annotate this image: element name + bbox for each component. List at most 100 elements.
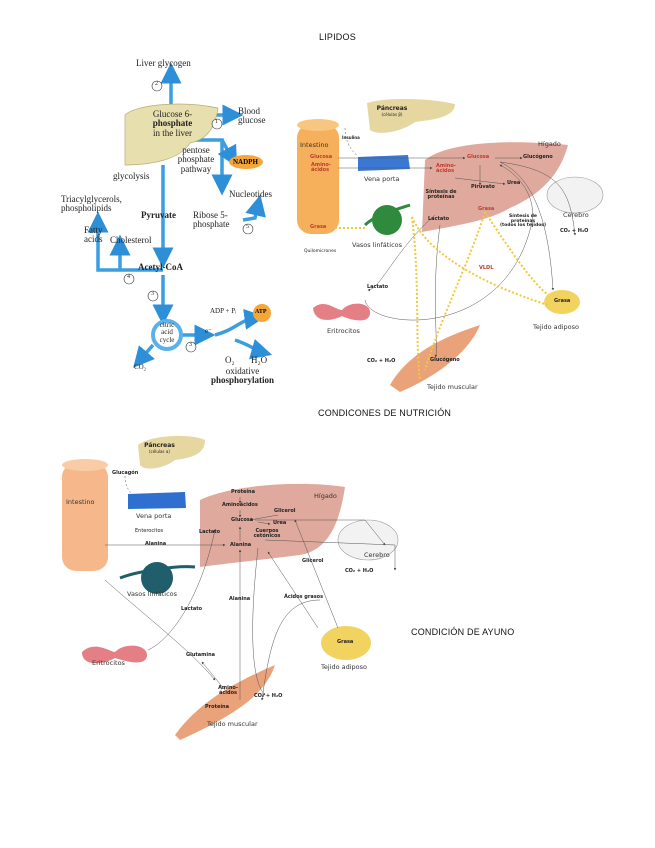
label-adp-pi: ADP + Pᵢ: [210, 307, 237, 315]
intestine-shape: [297, 124, 339, 234]
text: citric: [159, 321, 175, 329]
label-glicerol-liver: Glicerol: [274, 508, 296, 514]
step-2: 2: [155, 81, 158, 87]
title-ayuno: CONDICIÓN DE AYUNO: [411, 627, 515, 637]
label-glutamina: Glutamina: [186, 652, 215, 658]
text: pentose: [182, 145, 210, 155]
label-grasa-intestine: Grasa: [310, 224, 327, 230]
step-3a: 3: [151, 291, 154, 297]
liver-shape: [124, 103, 219, 166]
label-glucogeno: Glucógeno: [523, 154, 553, 160]
text: proteínas: [427, 194, 455, 201]
label-h2o: H₂O: [251, 355, 268, 365]
label-tejido-adiposo: Tejido adiposo: [321, 663, 368, 671]
label-insulina: Insulina: [342, 135, 360, 140]
text: pathway: [180, 163, 212, 174]
pathway-arrows: [87, 62, 273, 368]
text: Ribose 5-: [193, 210, 228, 220]
text: phosphate: [193, 219, 230, 230]
brain-shape: [337, 519, 399, 561]
label-pyruvate: Pyruvate: [141, 210, 176, 220]
label-lactato-liver: Lactato: [428, 216, 450, 222]
text: acid: [161, 328, 173, 337]
label-vasos-linfaticos: Vasos linfáticos: [127, 590, 178, 598]
step-4: 4: [127, 274, 130, 280]
text: Síntesis de: [509, 214, 537, 219]
label-glucosa-intestine: Glucosa: [310, 154, 333, 160]
label-glucosa: Glucosa: [467, 154, 490, 160]
text: Blood: [238, 106, 261, 116]
label-tejido-muscular: Tejido muscular: [207, 720, 258, 728]
muscle-shape: [175, 665, 275, 740]
title-lipidos: LIPIDOS: [319, 32, 356, 42]
label-alanina: Alanina: [229, 596, 251, 602]
label-co2: CO₂: [134, 363, 147, 371]
label-glycolysis: glycolysis: [113, 171, 150, 181]
label-vasos-linfaticos: Vasos linfáticos: [352, 241, 403, 249]
label-cholesterol: Cholesterol: [110, 235, 152, 245]
label-acetyl-coa: Acetyl-CoA: [138, 262, 183, 272]
label-higado: Hígado: [314, 492, 337, 500]
label-ribose-5-phosphate: Ribose 5-phosphate: [193, 210, 230, 230]
label-glicerol: Glicerol: [302, 558, 324, 564]
flow-arrows: [104, 497, 397, 701]
label-eritrocitos: Eritrocitos: [327, 327, 360, 335]
step-3b: 3: [189, 342, 192, 348]
text: Páncreas: [376, 105, 408, 112]
nadph-badge: [229, 155, 263, 169]
label-enterocitos: Enterocitos: [135, 528, 164, 534]
text: acids: [84, 234, 103, 245]
label-tejido-adiposo: Tejido adiposo: [533, 323, 580, 331]
label-pancreas: Páncreas(células β): [372, 105, 412, 119]
label-acidos-grasos: Ácidos grasos: [284, 594, 324, 600]
label-cerebro: Cerebro: [563, 211, 589, 219]
text: (células α): [149, 449, 170, 455]
label-grasa-adipose: Grasa: [554, 298, 571, 304]
text: cycle: [159, 335, 175, 344]
label-glucosa: Glucosa: [231, 517, 254, 523]
intestine-shape: [62, 463, 108, 571]
label-liver-glycogen: Liver glycogen: [136, 58, 191, 68]
label-aminoacidos: Amino-ácidos: [436, 163, 456, 175]
text: (todos los tejidos): [499, 223, 547, 229]
label-atp: ATP: [255, 309, 267, 315]
label-proteina-muscle: Proteína: [205, 704, 229, 710]
liver-shape: [200, 483, 345, 567]
label-higado: Hígado: [538, 140, 561, 148]
label-piruvato: Piruvato: [471, 184, 495, 190]
text: Glucose 6-: [152, 109, 193, 119]
label-lactato-liver: Lactato: [199, 529, 221, 535]
label-nadph: NADPH: [233, 158, 258, 166]
text: phospholipids: [61, 203, 112, 214]
brain-shape: [546, 176, 604, 214]
label-co2-h2o-brain: CO₂ + H₂O: [345, 568, 374, 574]
label-electron: e⁻: [205, 327, 212, 335]
label-cerebro: Cerebro: [364, 551, 390, 559]
label-glucagon: Glucagón: [112, 470, 139, 476]
text: Amino-: [218, 685, 238, 691]
label-pancreas: Páncreas(células α): [137, 442, 182, 456]
text: Amino-: [311, 162, 331, 168]
label-o2: O₂: [225, 355, 235, 365]
muscle-shape: [390, 325, 480, 392]
erythrocyte-shape: [313, 303, 371, 321]
adipose-shape: [321, 626, 371, 660]
label-vena-porta: Vena porta: [136, 512, 172, 520]
label-proteina: Proteína: [231, 489, 255, 495]
label-triacylglycerols: Triacylglycerols,phospholipids: [61, 194, 122, 214]
label-co2-h2o-muscle: CO₂ + H₂O: [367, 358, 396, 364]
label-lactato: Lactato: [367, 284, 389, 290]
text: ácidos: [218, 690, 238, 697]
atp-badge: [253, 304, 271, 322]
